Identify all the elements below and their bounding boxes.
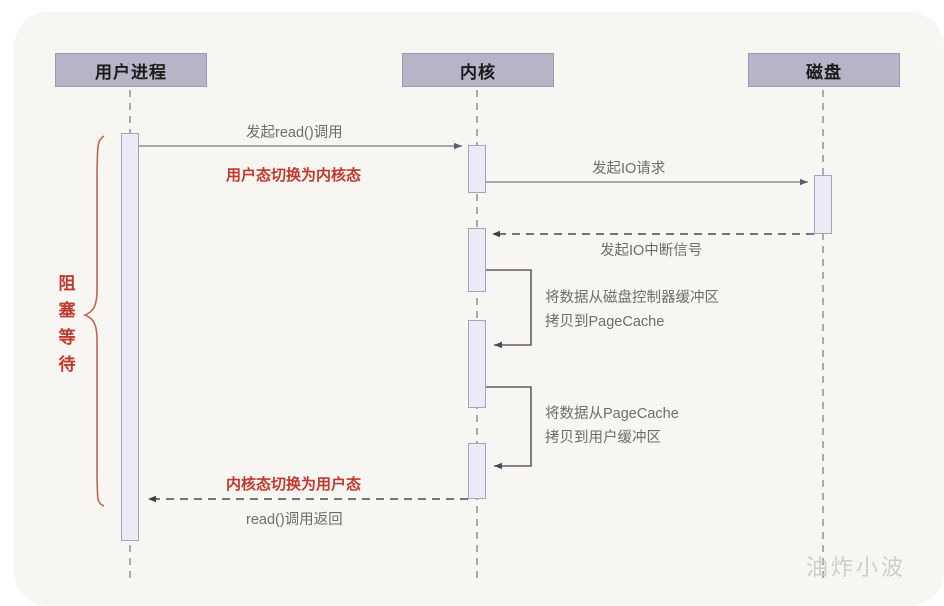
message-line-m6	[486, 386, 532, 470]
activation-kernel-1	[468, 145, 486, 193]
blocking-wait-label: 阻 塞 等 待	[54, 270, 80, 378]
activation-kernel-3	[468, 320, 486, 408]
lifeline-header-user-process[interactable]: 用户进程	[55, 53, 207, 87]
activation-user-process	[121, 133, 139, 541]
blocking-wait-char-3: 待	[58, 355, 76, 374]
activation-kernel-4	[468, 443, 486, 499]
message-label-m5: 将数据从磁盘控制器缓冲区 拷贝到PageCache	[545, 290, 719, 330]
message-label-m4: 发起IO中断信号	[600, 243, 703, 259]
lifeline-header-kernel[interactable]: 内核	[402, 53, 554, 87]
blocking-brace	[82, 135, 105, 507]
message-label-m2: 用户态切换为内核态	[226, 167, 362, 184]
lifeline-label-user-process: 用户进程	[95, 62, 167, 82]
blocking-wait-char-1: 塞	[58, 301, 76, 320]
diagram-card	[14, 12, 944, 606]
message-label-m8: read()调用返回	[246, 512, 343, 528]
message-label-m7: 内核态切换为用户态	[226, 476, 362, 493]
lifeline-label-kernel: 内核	[460, 62, 496, 82]
message-label-m3: 发起IO请求	[592, 161, 666, 177]
watermark-text: 油炸小波	[805, 556, 906, 581]
activation-disk	[814, 175, 832, 234]
blocking-wait-char-2: 等	[58, 328, 76, 347]
activation-kernel-2	[468, 228, 486, 292]
blocking-wait-char-0: 阻	[58, 274, 76, 293]
message-label-m6: 将数据从PageCache 拷贝到用户缓冲区	[545, 406, 679, 446]
message-line-m5	[486, 269, 532, 349]
message-label-m1: 发起read()调用	[246, 125, 343, 141]
lifeline-header-disk[interactable]: 磁盘	[748, 53, 900, 87]
lifeline-label-disk: 磁盘	[806, 62, 842, 82]
